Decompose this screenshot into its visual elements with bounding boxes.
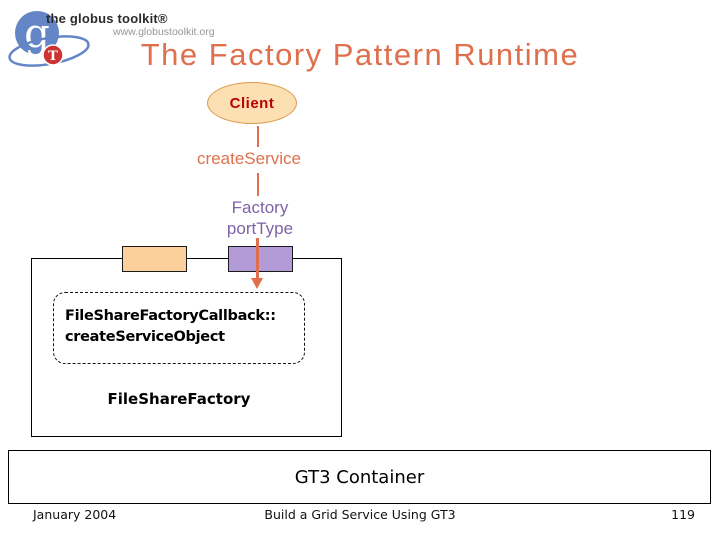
client-node: Client <box>207 82 297 124</box>
factory-porttype-line1: Factory <box>231 198 289 217</box>
client-connector-line <box>257 126 259 147</box>
callback-dashed-box: FileShareFactoryCallback:: createService… <box>53 292 305 364</box>
slide-title: The Factory Pattern Runtime <box>140 37 580 72</box>
service-port-rect <box>122 246 187 272</box>
invoke-arrow-head-icon <box>251 278 263 289</box>
footer-title: Build a Grid Service Using GT3 <box>264 507 456 522</box>
gt3-container-box: GT3 Container <box>8 450 711 504</box>
factory-impl-label: FileShareFactory <box>107 390 251 408</box>
callback-line2: createServiceObject <box>65 329 225 345</box>
logo-url-text: www.globustoolkit.org <box>113 26 215 38</box>
globus-logo-icon: g T <box>8 11 90 67</box>
logo-t-letter: T <box>48 49 58 64</box>
footer-page-number: 119 <box>671 507 695 522</box>
logo-brand-text: the globus toolkit® <box>46 11 168 26</box>
factory-porttype-line2: portType <box>226 219 294 238</box>
footer-date: January 2004 <box>33 507 117 522</box>
factory-connector-line <box>257 173 259 196</box>
callback-line1: FileShareFactoryCallback:: <box>65 308 276 324</box>
create-service-label: createService <box>197 149 301 168</box>
factory-service-box <box>31 258 342 437</box>
logo-t-circle <box>42 44 64 66</box>
factory-porttype-label: Factory portType <box>160 197 360 239</box>
gt3-container-label: GT3 Container <box>294 466 425 488</box>
invoke-arrow-shaft <box>256 238 259 279</box>
factory-port-rect <box>228 246 293 272</box>
